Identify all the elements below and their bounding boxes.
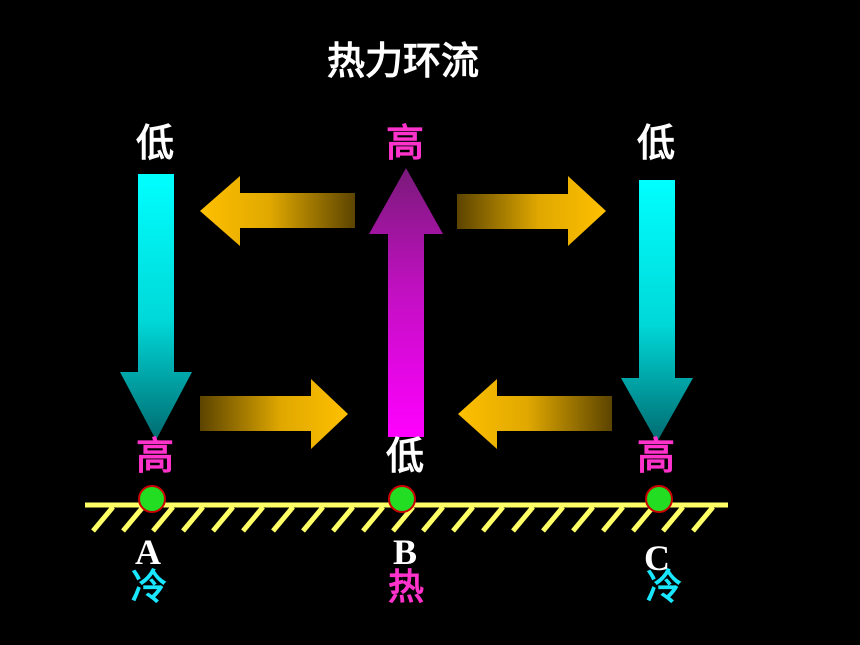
temperature-label-b: 热 [387, 567, 424, 608]
temperature-label-c: 冷 [645, 567, 682, 608]
upper-flow-arrow-left [200, 176, 355, 246]
ground-hatching [91, 505, 715, 533]
diagram-title: 热力环流 [326, 39, 479, 83]
pressure-label-c-lower: 高 [636, 434, 675, 478]
point-label-b: B [392, 532, 417, 572]
pressure-label-a-upper: 低 [135, 121, 174, 165]
point-label-c: C [644, 538, 670, 578]
pressure-label-b-upper: 高 [385, 121, 424, 165]
point-c-marker [645, 485, 673, 513]
upper-flow-arrow-right [457, 176, 606, 246]
pressure-label-c-upper: 低 [636, 121, 675, 165]
lower-flow-arrow-left [458, 379, 612, 449]
lower-flow-arrow-right [200, 379, 348, 449]
pressure-label-b-lower: 低 [385, 434, 424, 478]
pressure-label-a-lower: 高 [135, 434, 174, 478]
sinking-air-arrow-a [120, 174, 192, 440]
point-b-marker [388, 485, 416, 513]
temperature-label-a: 冷 [130, 567, 167, 608]
sinking-air-arrow-c [621, 180, 693, 442]
point-label-a: A [135, 532, 161, 572]
rising-air-arrow-b [369, 168, 443, 437]
point-a-marker [138, 485, 166, 513]
